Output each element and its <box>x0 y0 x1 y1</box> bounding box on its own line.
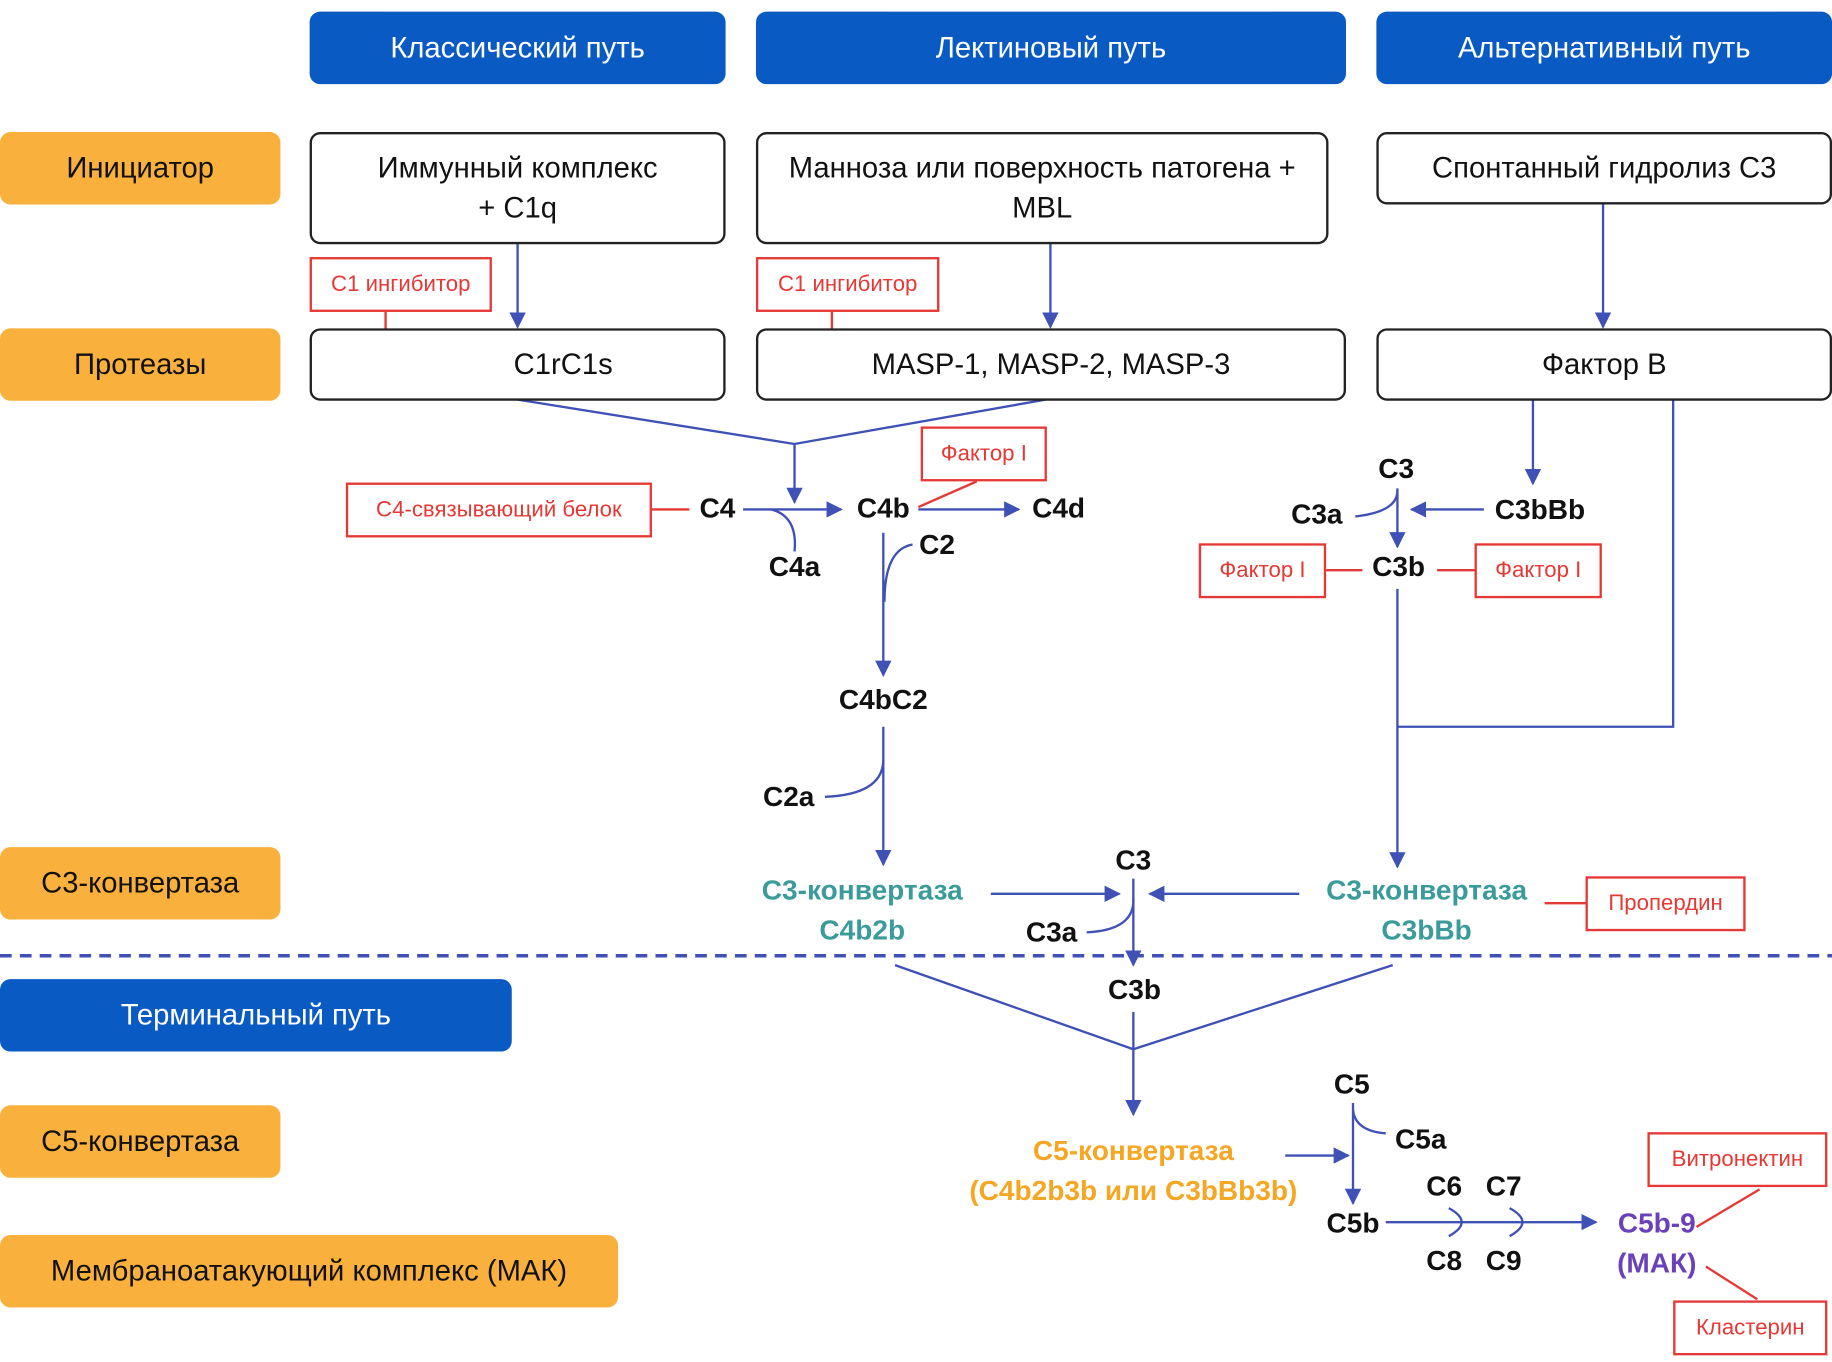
convertase-c5-formula: (C4b2b3b или C3bBb3b) <box>969 1175 1298 1207</box>
convertase-c3-classical-title: С3-конвертаза <box>761 875 963 907</box>
branch-c2 <box>883 543 913 602</box>
inhibitor-c1-classical: С1 ингибитор <box>309 257 492 312</box>
inhibitor-c1-lectin: С1 ингибитор <box>755 257 940 312</box>
row-c3-convertase: С3-конвертаза <box>0 847 281 920</box>
protease-factor-b: Фактор В <box>1376 328 1832 401</box>
label-c5b: C5b <box>1326 1208 1380 1240</box>
label-c3bbb: C3bBb <box>1494 494 1586 526</box>
header-alternative: Альтернативный путь <box>1376 11 1832 85</box>
header-lectin: Лектиновый путь <box>755 11 1346 85</box>
protease-c1rc1s: C1rC1s <box>309 328 726 401</box>
branch-c6-c8 <box>1448 1207 1463 1238</box>
row-initiator: Инициатор <box>0 132 281 205</box>
inhibit-line-factori-c4b <box>917 480 978 509</box>
label-c2a: C2a <box>762 781 815 814</box>
initiator-classical: Иммунный комплекс + С1q <box>309 132 726 245</box>
label-alt-c3b: C3b <box>1372 551 1426 584</box>
header-terminal: Терминальный путь <box>0 979 512 1052</box>
label-alt-c3: C3 <box>1378 453 1415 485</box>
convertase-c3-alternative-title: С3-конвертаза <box>1326 875 1528 907</box>
branch-c7-c9 <box>1509 1207 1524 1238</box>
label-mid-c3a: C3a <box>1025 917 1078 949</box>
inhibitor-factor-i-c4b: Фактор I <box>920 426 1047 482</box>
convertase-c3-classical-formula: C4b2b <box>819 914 906 947</box>
branch-alt-c3a <box>1355 490 1399 518</box>
label-alt-c3a: C3a <box>1291 498 1343 531</box>
label-c6: C6 <box>1426 1170 1463 1203</box>
convertase-c5: С5-конвертаза (C4b2b3b или C3bBb3b) <box>969 1132 1297 1211</box>
mac-c5b9-formula: C5b-9 <box>1617 1208 1696 1240</box>
convertase-c3-alternative-formula: C3bBb <box>1381 914 1472 947</box>
label-c2: C2 <box>919 529 955 561</box>
convertase-c3-classical: С3-конвертаза C4b2b <box>762 872 963 951</box>
initiator-lectin: Манноза или поверхность патогена + MBL <box>755 132 1329 245</box>
inhibitor-vitronectin: Витронектин <box>1647 1132 1828 1188</box>
row-mac: Мембраноатакующий комплекс (МАК) <box>0 1234 619 1308</box>
inhibitor-clusterin: Кластерин <box>1673 1300 1828 1356</box>
convertase-c3-alternative: С3-конвертаза C3bBb <box>1326 872 1527 951</box>
mac-c5b9-abbr: (МАК) <box>1617 1247 1697 1280</box>
branch-c2a <box>824 759 885 799</box>
label-c7: C7 <box>1485 1170 1522 1203</box>
label-c4: C4 <box>699 493 736 525</box>
mac-c5b9: C5b-9 (МАК) <box>1617 1205 1696 1284</box>
label-c4bc2: C4bC2 <box>838 684 928 717</box>
inhibit-line-vitronectin <box>1695 1188 1761 1228</box>
label-mid-c3b: C3b <box>1108 974 1162 1006</box>
label-c4b: C4b <box>856 493 910 525</box>
label-c4a: C4a <box>768 551 821 584</box>
row-c5-convertase: С5-конвертаза <box>0 1105 281 1178</box>
inhibitor-c4-binding-protein: С4-связывающий белок <box>345 482 652 538</box>
inhibit-line-clusterin <box>1705 1265 1758 1301</box>
branch-c5a <box>1351 1109 1386 1135</box>
convertase-c5-title: С5-конвертаза <box>1032 1135 1234 1168</box>
initiator-alternative: Спонтанный гидролиз С3 <box>1376 132 1832 205</box>
branch-c4a <box>770 508 797 552</box>
label-c8: C8 <box>1426 1245 1463 1278</box>
branch-mid-c3a <box>1086 897 1135 934</box>
inhibitor-factor-i-left: Фактор I <box>1198 543 1327 599</box>
line-factorb-to-convertase <box>1397 399 1675 728</box>
label-c5: C5 <box>1333 1069 1370 1101</box>
label-c5a: C5a <box>1395 1124 1447 1156</box>
protease-masp: MASP-1, MASP-2, MASP-3 <box>755 328 1346 401</box>
inhibitor-properdin: Пропердин <box>1585 876 1746 932</box>
label-c4d: C4d <box>1032 493 1086 525</box>
header-classical: Классический путь <box>309 11 726 85</box>
label-mid-c3: C3 <box>1115 844 1152 877</box>
inhibitor-factor-i-right: Фактор I <box>1474 543 1602 599</box>
label-c9: C9 <box>1485 1245 1522 1278</box>
row-proteases: Протеазы <box>0 328 281 401</box>
